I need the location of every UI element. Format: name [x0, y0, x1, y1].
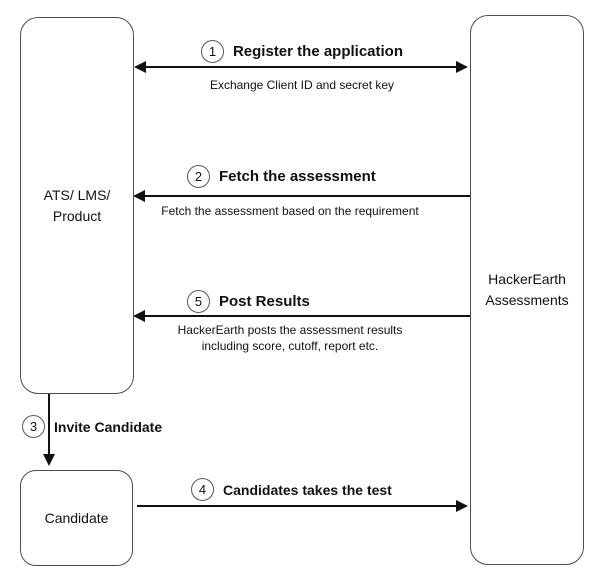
actor-label-line: ATS/ LMS/ — [43, 186, 111, 203]
step-2-badge: 2 — [187, 165, 210, 188]
message-2-subtitle: Fetch the assessment based on the requir… — [134, 203, 446, 219]
subtitle-line: including score, cutoff, report etc. — [201, 339, 379, 353]
message-1-title: 1 Register the application — [136, 40, 468, 63]
message-1-arrow-line — [146, 66, 458, 68]
message-4-title: 4 Candidates takes the test — [191, 478, 392, 501]
step-5-badge: 5 — [187, 290, 210, 313]
message-4-arrowhead-right-icon — [456, 500, 468, 512]
message-4-arrow-line — [137, 505, 457, 507]
message-5-subtitle: HackerEarth posts the assessment results… — [134, 322, 446, 354]
message-3-arrow-line — [48, 394, 50, 456]
message-2-title: 2 Fetch the assessment — [187, 165, 376, 188]
message-2-arrowhead-left-icon — [133, 190, 145, 202]
message-5-arrowhead-left-icon — [133, 310, 145, 322]
message-3-title: 3 Invite Candidate — [22, 415, 162, 438]
subtitle-line: Exchange Client ID and secret key — [209, 78, 395, 92]
message-3-arrowhead-down-icon — [43, 454, 55, 466]
subtitle-line: HackerEarth posts the assessment results — [177, 323, 403, 337]
actor-label-line: Candidate — [44, 509, 109, 526]
step-4-badge: 4 — [191, 478, 214, 501]
message-1-label: Register the application — [232, 43, 404, 60]
actor-label-line: Product — [52, 207, 102, 224]
actor-box-candidate: Candidate — [20, 470, 133, 566]
actor-label-line: HackerEarth — [488, 271, 566, 287]
subtitle-line: Fetch the assessment based on the requir… — [161, 204, 419, 218]
actor-box-ats-lms-product: ATS/ LMS/ Product — [20, 17, 134, 394]
message-5-arrow-line — [143, 315, 470, 317]
actor-box-hackerearth-assessments: HackerEarth Assessments — [470, 15, 584, 565]
step-1-badge: 1 — [200, 40, 224, 63]
message-5-title: 5 Post Results — [187, 290, 310, 313]
message-1-arrowhead-right-icon — [456, 61, 468, 73]
message-5-label: Post Results — [219, 293, 310, 310]
message-3-label: Invite Candidate — [54, 418, 163, 435]
step-3-badge: 3 — [22, 415, 45, 438]
message-2-arrow-line — [143, 195, 470, 197]
message-1-subtitle: Exchange Client ID and secret key — [136, 77, 468, 93]
message-2-label: Fetch the assessment — [219, 168, 376, 185]
message-1-arrowhead-left-icon — [134, 61, 146, 73]
message-4-label: Candidates takes the test — [223, 481, 392, 498]
actor-label-line: Assessments — [485, 292, 569, 308]
